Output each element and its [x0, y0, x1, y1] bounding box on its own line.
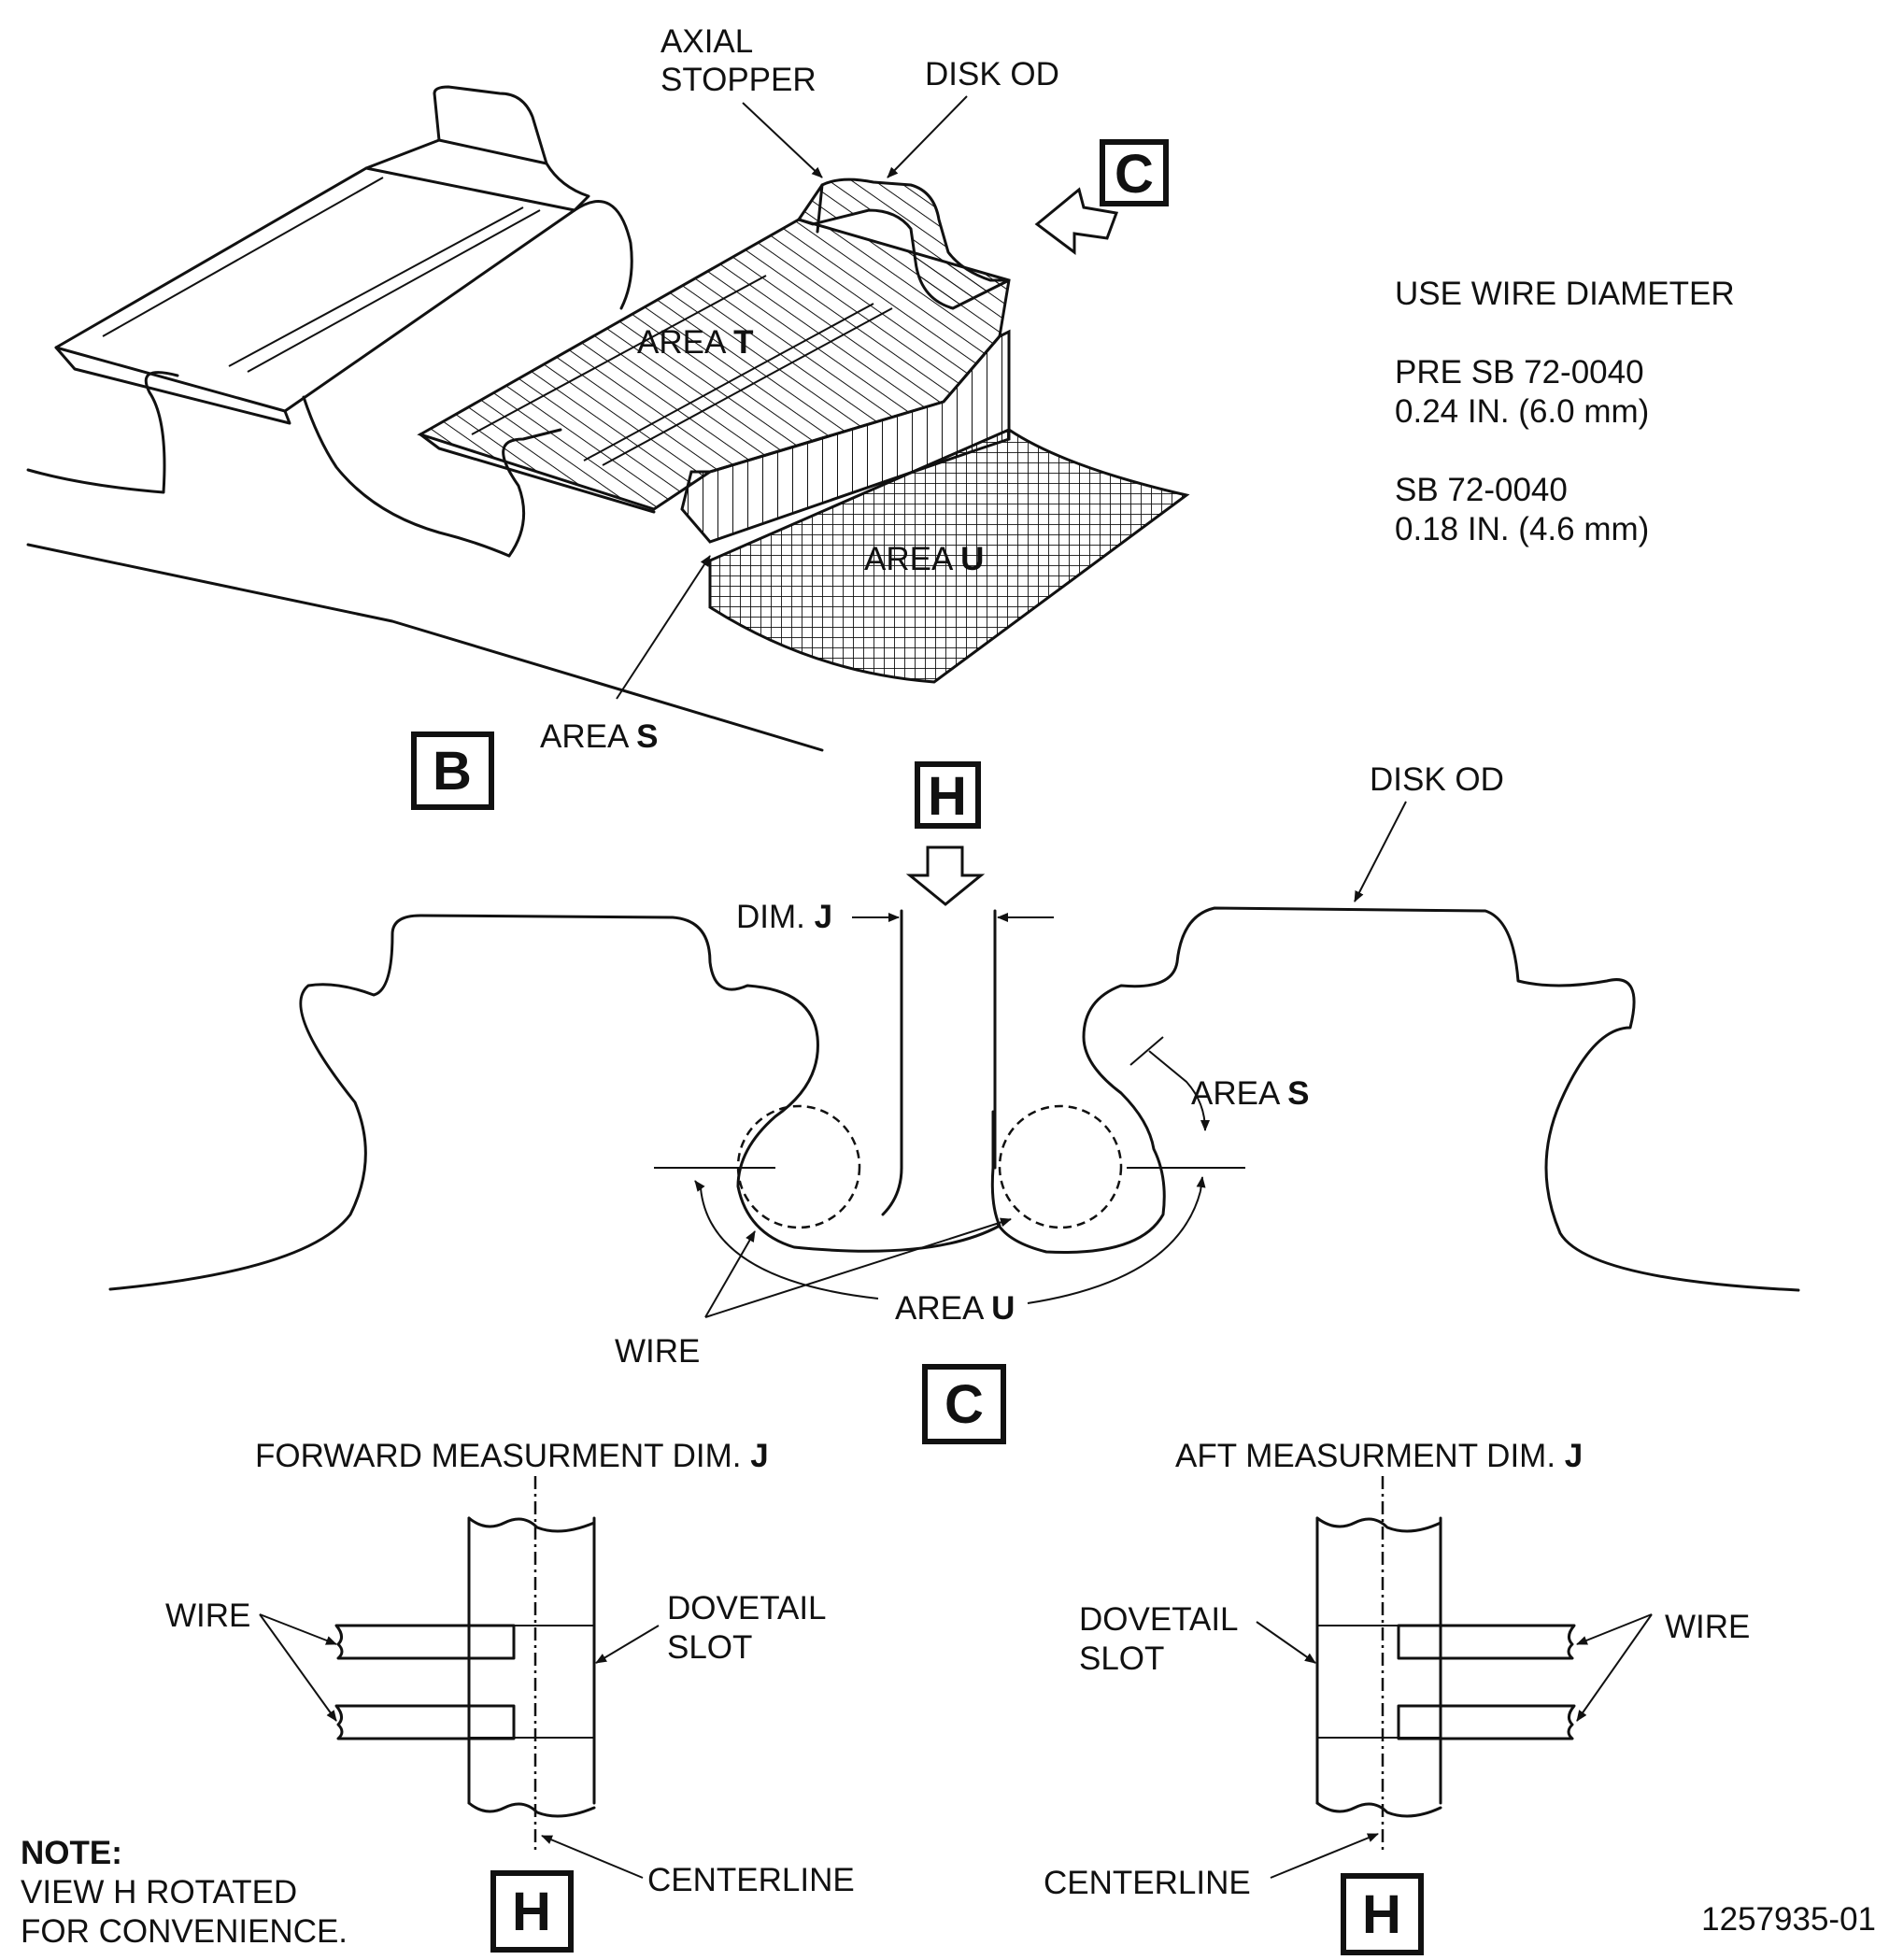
area-s-label-c: AREA S [1191, 1075, 1309, 1112]
disk-od-label-c: DISK OD [1370, 761, 1504, 798]
wire-diameter-spec: USE WIRE DIAMETER PRE SB 72-0040 0.24 IN… [1395, 276, 1735, 547]
ref-box-c-top [1100, 139, 1169, 206]
aft-title: AFT MEASURMENT DIM. J [1175, 1438, 1583, 1474]
svg-text:SLOT: SLOT [1079, 1640, 1164, 1677]
aft-centerline-label: CENTERLINE [1044, 1865, 1251, 1901]
aft-wire-label: WIRE [1665, 1609, 1750, 1645]
forward-view-box-h-letter: H [512, 1882, 551, 1942]
forward-dovetail-label: DOVETAIL SLOT [667, 1590, 827, 1666]
aft-view-box-h [1341, 1873, 1424, 1955]
svg-text:DOVETAIL: DOVETAIL [1079, 1601, 1239, 1638]
axial-stopper-label: AXIAL STOPPER [660, 23, 817, 98]
dim-j-label: DIM. J [736, 899, 832, 935]
wire-leader-c-left [704, 1230, 756, 1318]
area-s-leader-b [616, 555, 711, 700]
view-box-b-letter: B [433, 741, 472, 802]
forward-centerline-label: CENTERLINE [647, 1862, 855, 1898]
svg-text:NOTE:: NOTE: [21, 1835, 122, 1871]
aft-dovetail-leader [1256, 1621, 1316, 1664]
view-c-arrow [1034, 187, 1119, 255]
aft-dovetail-label: DOVETAIL SLOT [1079, 1601, 1239, 1677]
view-box-c [922, 1364, 1006, 1444]
aft-slot-drawing [1315, 1476, 1576, 1854]
ref-box-h-top-letter: H [928, 766, 967, 827]
svg-text:FOR CONVENIENCE.: FOR CONVENIENCE. [21, 1913, 348, 1950]
disk-od-label-b: DISK OD [925, 56, 1059, 92]
svg-text:STOPPER: STOPPER [660, 62, 817, 98]
area-u-label-c: AREA U [895, 1290, 1015, 1327]
ref-box-h-top [915, 761, 981, 829]
aft-wire-leader-2 [1576, 1613, 1653, 1722]
forward-dovetail-leader [595, 1625, 660, 1664]
svg-text:AXIAL: AXIAL [660, 23, 753, 60]
area-u-label-b: AREA U [864, 541, 984, 577]
forward-wire-leader-2 [259, 1613, 337, 1722]
aft-wire-leader-1 [1576, 1613, 1653, 1645]
wire-label-c: WIRE [615, 1333, 700, 1370]
aft-view-box-h-letter: H [1362, 1884, 1401, 1945]
view-box-b [411, 731, 494, 810]
area-s-hatch [680, 329, 1011, 544]
svg-text:VIEW H ROTATED: VIEW H ROTATED [21, 1874, 297, 1910]
forward-view-box-h [490, 1870, 574, 1953]
area-u-hatch [708, 428, 1190, 684]
view-c-drawing [108, 906, 1800, 1304]
svg-text:SLOT: SLOT [667, 1629, 752, 1666]
area-s-label-b: AREA S [540, 718, 658, 755]
wire-leader-c-right [704, 1217, 1012, 1318]
svg-text:0.24 IN. (6.0 mm): 0.24 IN. (6.0 mm) [1395, 393, 1649, 430]
svg-text:USE WIRE DIAMETER: USE WIRE DIAMETER [1395, 276, 1735, 312]
axial-stopper-leader [742, 102, 823, 178]
wire-circle-right [998, 1104, 1123, 1229]
svg-text:SB 72-0040: SB 72-0040 [1395, 472, 1568, 508]
view-box-c-letter: C [944, 1374, 984, 1435]
view-h-arrow [905, 845, 986, 906]
forward-wire-leader-1 [259, 1613, 337, 1645]
note-block: NOTE: VIEW H ROTATED FOR CONVENIENCE. [21, 1835, 348, 1950]
forward-slot-drawing [334, 1476, 596, 1854]
svg-text:PRE SB 72-0040: PRE SB 72-0040 [1395, 354, 1644, 391]
aft-centerline-leader [1270, 1833, 1379, 1879]
drawing-number: 1257935-01 [1701, 1901, 1876, 1938]
disk-od-leader-c [1354, 801, 1407, 902]
area-t-label: AREA T [637, 324, 754, 361]
ref-box-c-top-letter: C [1115, 144, 1154, 205]
forward-wire-label: WIRE [165, 1598, 250, 1634]
svg-text:0.18 IN. (4.6 mm): 0.18 IN. (4.6 mm) [1395, 511, 1649, 547]
forward-title: FORWARD MEASURMENT DIM. J [255, 1438, 769, 1474]
svg-text:DOVETAIL: DOVETAIL [667, 1590, 827, 1626]
view-b-drawing [26, 85, 1190, 752]
disk-od-leader-b [887, 95, 968, 178]
forward-centerline-leader [541, 1835, 644, 1879]
